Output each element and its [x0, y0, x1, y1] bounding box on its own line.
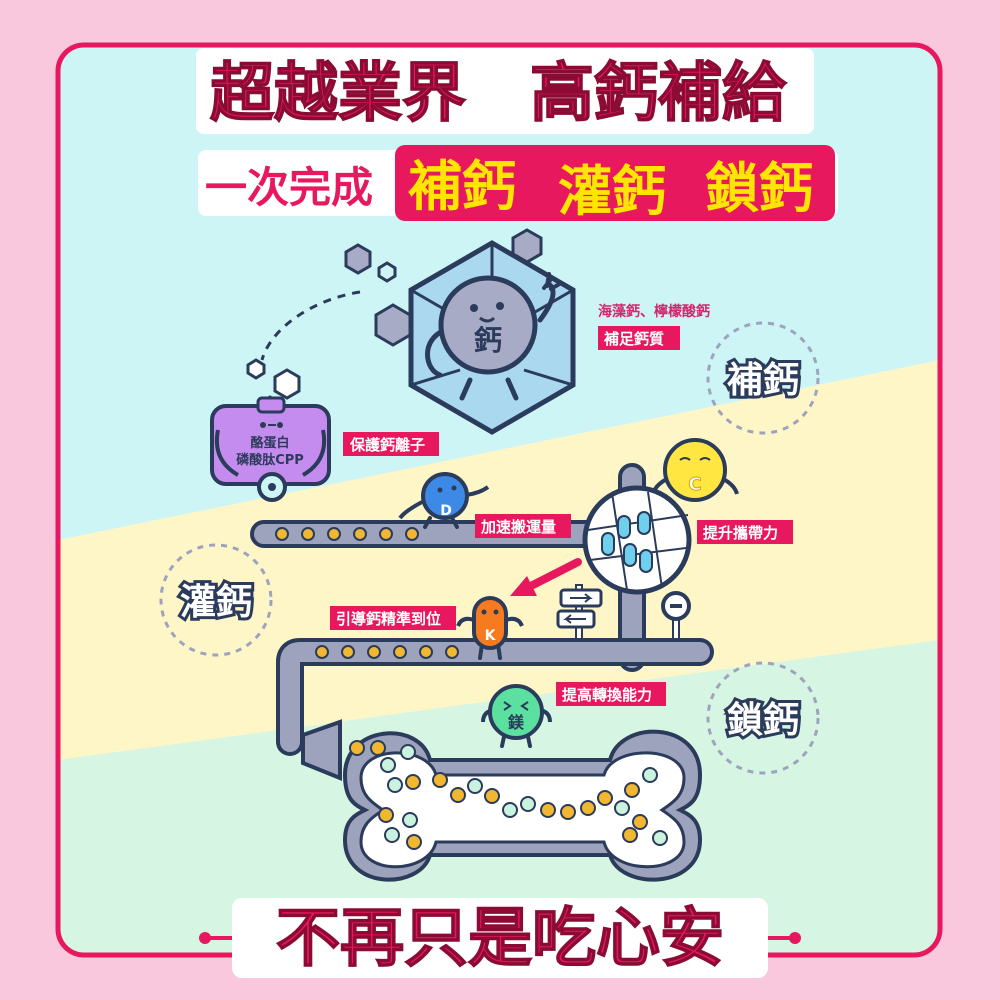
dashed-path	[260, 290, 361, 361]
title-word-supplement: 補鈣	[408, 155, 516, 218]
title-line-2: 一次完成 補鈣 灌鈣 鎖鈣	[198, 145, 838, 223]
bone-shape	[342, 729, 703, 882]
vitamin-d-character: D	[398, 472, 490, 529]
no-entry-sign-icon	[661, 591, 691, 656]
vitamin-k-character: K	[456, 596, 524, 660]
title-word-infuse: 灌鈣	[558, 160, 666, 223]
footer-banner: 不再只是吃心安	[199, 898, 801, 978]
lower-pipe	[276, 638, 714, 781]
cpp-label-line2: 磷酸肽CPP	[236, 452, 304, 468]
svg-text:D: D	[440, 503, 452, 519]
road-junction	[582, 485, 692, 595]
tag-protect-ions: 保護鈣離子	[343, 432, 439, 456]
tag-guide-position: 引導鈣精準到位	[330, 606, 456, 630]
label-sources: 海藻鈣、檸檬酸鈣	[598, 303, 710, 320]
svg-text:灌鈣: 灌鈣	[180, 582, 252, 623]
title-prefix: 一次完成	[205, 163, 373, 212]
svg-text:提升攜帶力: 提升攜帶力	[703, 524, 778, 542]
tag-speed-transport: 加速搬運量	[475, 514, 571, 538]
title-left: 超越業界	[210, 57, 466, 131]
calcium-character: 鈣	[425, 272, 563, 401]
title-right: 高鈣補給	[530, 57, 787, 131]
magnesium-character: 鎂	[481, 684, 552, 748]
svg-text:C: C	[688, 474, 701, 495]
stage-badge-supplement: 補鈣	[706, 321, 820, 435]
title-line-1: 超越業界 高鈣補給	[196, 48, 814, 134]
svg-text:提高轉換能力: 提高轉換能力	[562, 686, 652, 704]
svg-text:加速搬運量: 加速搬運量	[480, 518, 556, 536]
cpp-character: 酪蛋白 磷酸肽CPP	[210, 396, 331, 502]
svg-text:保護鈣離子: 保護鈣離子	[349, 436, 425, 454]
svg-text:鎖鈣: 鎖鈣	[727, 700, 799, 741]
footer-text: 不再只是吃心安	[276, 902, 724, 976]
title-word-lock: 鎖鈣	[705, 157, 813, 220]
tag-improve-carry: 提升攜帶力	[697, 520, 793, 544]
stage-badge-lock: 鎖鈣	[706, 661, 820, 775]
calcium-hexagon: 鈣	[408, 240, 576, 435]
calcium-label: 鈣	[474, 324, 502, 357]
tag-improve-conversion: 提高轉換能力	[556, 682, 666, 706]
svg-text:引導鈣精準到位: 引導鈣精準到位	[336, 610, 441, 628]
arrow-icon	[510, 558, 582, 596]
svg-text:補足鈣質: 補足鈣質	[603, 330, 664, 348]
svg-text:K: K	[485, 628, 497, 644]
stage-badge-infuse: 灌鈣	[159, 543, 273, 657]
vitamin-c-character: C	[651, 438, 739, 502]
svg-text:補鈣: 補鈣	[727, 360, 799, 401]
svg-text:鎂: 鎂	[507, 713, 524, 732]
cpp-label-line1: 酪蛋白	[250, 435, 289, 451]
tag-supplement-quality: 補足鈣質	[598, 326, 680, 350]
